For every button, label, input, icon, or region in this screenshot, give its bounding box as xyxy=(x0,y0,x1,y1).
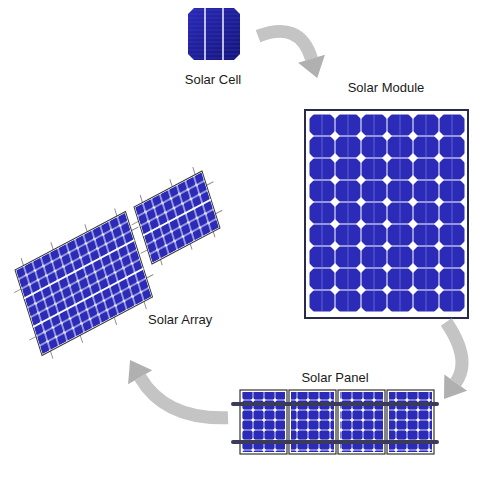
solar-array-drawing xyxy=(6,160,238,367)
illustration-node: Solar Module xyxy=(300,78,472,322)
curved-arrow xyxy=(444,322,467,399)
curved-arrow xyxy=(258,31,325,78)
arrow-head xyxy=(298,55,325,78)
arrow-shaft xyxy=(446,322,462,383)
illustration-node: Solar Array xyxy=(8,160,230,360)
solar-module-drawing xyxy=(305,110,468,318)
illustration-node: Solar Panel xyxy=(228,366,444,460)
stage-label: Solar Panel xyxy=(301,370,368,386)
arrow-shaft xyxy=(140,377,228,418)
solar-cell-drawing xyxy=(188,8,240,60)
arrow-head xyxy=(128,360,152,384)
arrow-shaft xyxy=(258,31,312,58)
arrow-head xyxy=(444,374,467,398)
solar-panel-drawing xyxy=(231,390,439,454)
stage-label: Solar Array xyxy=(148,312,212,328)
curved-arrow xyxy=(128,360,228,418)
illustration-node: Solar Cell xyxy=(170,6,258,92)
stage-label: Solar Module xyxy=(348,80,425,96)
stage-label: Solar Cell xyxy=(185,72,241,88)
